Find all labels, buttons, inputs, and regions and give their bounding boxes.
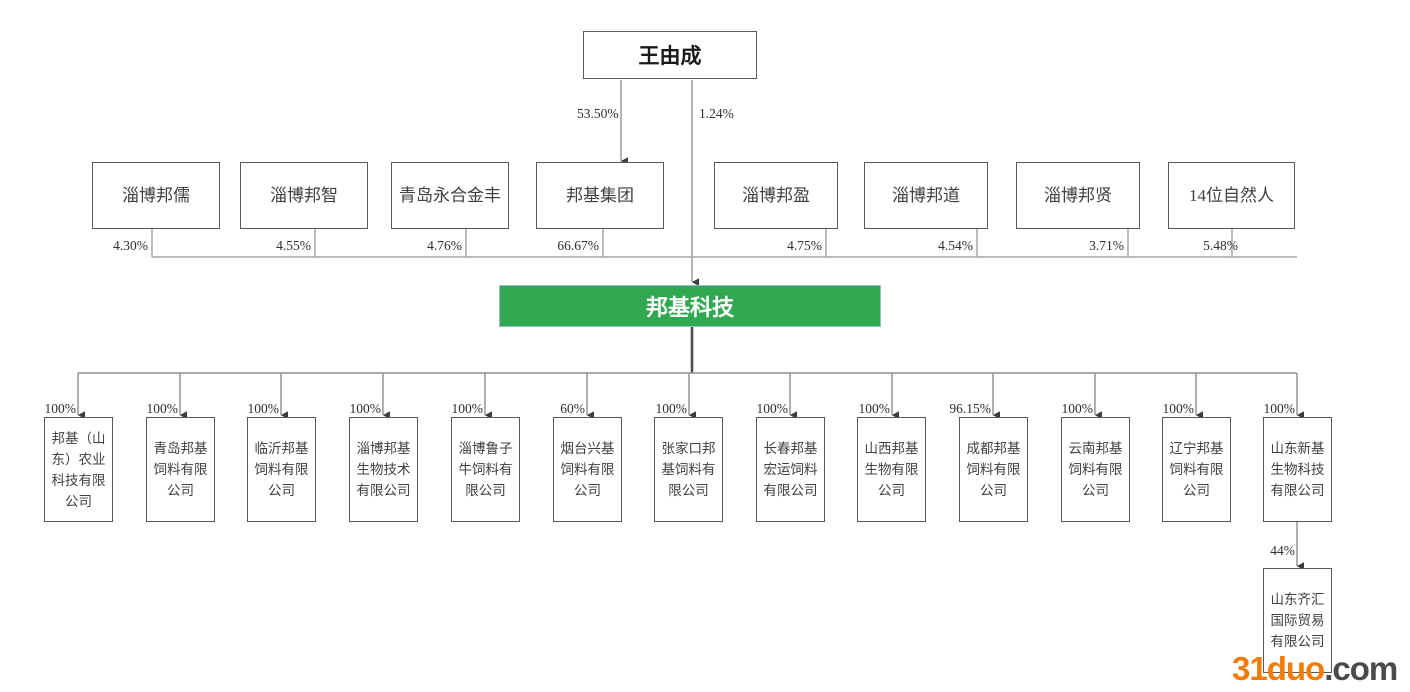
edge-label-subsidiary-4: 100% bbox=[451, 401, 484, 416]
node-shareholder-0[interactable]: 淄博邦儒 bbox=[92, 162, 220, 229]
edge-label-shareholder-0: 4.30% bbox=[113, 238, 148, 253]
edge-label-shareholder-5: 4.54% bbox=[938, 238, 973, 253]
node-shareholder-7-label: 14位自然人 bbox=[1189, 186, 1274, 205]
edge-label-subsidiary-5: 60% bbox=[560, 401, 585, 416]
node-shareholder-3-label: 邦基集团 bbox=[566, 186, 634, 205]
node-subsidiary-3[interactable]: 淄博邦基生物技术有限公司 bbox=[349, 417, 418, 522]
node-shareholder-5-label: 淄博邦道 bbox=[892, 186, 960, 205]
node-shareholder-2-label: 青岛永合金丰 bbox=[399, 186, 501, 205]
node-subsidiary-6[interactable]: 张家口邦基饲料有限公司 bbox=[654, 417, 723, 522]
edge-label-root-group: 53.50% bbox=[577, 106, 619, 121]
node-center-company-label: 邦基科技 bbox=[645, 295, 734, 320]
node-subsidiary-4[interactable]: 淄博鲁子牛饲料有限公司 bbox=[451, 417, 520, 522]
node-shareholder-2[interactable]: 青岛永合金丰 bbox=[391, 162, 509, 229]
node-subsidiary-5-label: 烟台兴基饲料有限公司 bbox=[560, 441, 615, 498]
node-subsidiary-7[interactable]: 长春邦基宏运饲料有限公司 bbox=[756, 417, 825, 522]
node-center-company[interactable]: 邦基科技 bbox=[499, 285, 881, 327]
node-shareholder-1-label: 淄博邦智 bbox=[270, 186, 338, 205]
node-subsidiary-9[interactable]: 成都邦基饲料有限公司 bbox=[959, 417, 1028, 522]
node-subsidiary-12[interactable]: 山东新基生物科技有限公司 bbox=[1263, 417, 1332, 522]
node-subsidiary-10[interactable]: 云南邦基饲料有限公司 bbox=[1061, 417, 1130, 522]
edge-label-subsidiary-7: 100% bbox=[756, 401, 789, 416]
node-shareholder-4-label: 淄博邦盈 bbox=[742, 186, 810, 205]
node-shareholder-6[interactable]: 淄博邦贤 bbox=[1016, 162, 1140, 229]
edge-label-subsidiary-11: 100% bbox=[1162, 401, 1195, 416]
edge-label-shareholder-6: 3.71% bbox=[1089, 238, 1124, 253]
node-subsidiary-4-label: 淄博鲁子牛饲料有限公司 bbox=[458, 441, 513, 498]
node-subsidiary-10-label: 云南邦基饲料有限公司 bbox=[1068, 441, 1123, 498]
edge-label-shareholder-7: 5.48% bbox=[1203, 238, 1238, 253]
node-shareholder-7[interactable]: 14位自然人 bbox=[1168, 162, 1295, 229]
edge-label-shareholder-4: 4.75% bbox=[787, 238, 822, 253]
watermark-brand: 31duo bbox=[1232, 650, 1325, 687]
node-subsidiary-0-label: 邦基（山东）农业科技有限公司 bbox=[51, 430, 106, 509]
watermark: 31duo.com bbox=[1232, 650, 1398, 687]
edge-label-subsidiary-1: 100% bbox=[146, 401, 179, 416]
node-shareholder-0-label: 淄博邦儒 bbox=[122, 186, 190, 205]
node-subsidiary-1-label: 青岛邦基饲料有限公司 bbox=[153, 441, 208, 498]
node-subsidiary-7-label: 长春邦基宏运饲料有限公司 bbox=[763, 441, 818, 498]
edge-label-subsidiary-8: 100% bbox=[858, 401, 891, 416]
node-subsidiary-9-label: 成都邦基饲料有限公司 bbox=[966, 441, 1021, 498]
node-shareholder-4[interactable]: 淄博邦盈 bbox=[714, 162, 838, 229]
node-subsidiary-5[interactable]: 烟台兴基饲料有限公司 bbox=[553, 417, 622, 522]
node-subsidiary-1[interactable]: 青岛邦基饲料有限公司 bbox=[146, 417, 215, 522]
node-shareholder-1[interactable]: 淄博邦智 bbox=[240, 162, 368, 229]
edge-label-subsidiary-12: 100% bbox=[1263, 401, 1296, 416]
edge-label-subsidiary-6: 100% bbox=[655, 401, 688, 416]
edge-label-subsidiary-3: 100% bbox=[349, 401, 382, 416]
node-subsidiary-2[interactable]: 临沂邦基饲料有限公司 bbox=[247, 417, 316, 522]
edge-label-shareholder-2: 4.76% bbox=[427, 238, 462, 253]
node-subsidiary-3-label: 淄博邦基生物技术有限公司 bbox=[356, 441, 411, 498]
node-subsidiary-0[interactable]: 邦基（山东）农业科技有限公司 bbox=[44, 417, 113, 522]
node-subsidiary-12-label: 山东新基生物科技有限公司 bbox=[1270, 441, 1325, 498]
watermark-tld: .com bbox=[1324, 650, 1398, 687]
edge-label-shareholder-3: 66.67% bbox=[557, 238, 599, 253]
node-subsidiary-6-label: 张家口邦基饲料有限公司 bbox=[661, 441, 716, 498]
node-root-label: 王由成 bbox=[638, 44, 702, 68]
edge-label-subsidiary-9: 96.15% bbox=[949, 401, 991, 416]
node-shareholder-3[interactable]: 邦基集团 bbox=[536, 162, 664, 229]
edge-label-subsidiary-0: 100% bbox=[44, 401, 77, 416]
edge-label-subsidiary-2: 100% bbox=[247, 401, 280, 416]
node-subsidiary-11-label: 辽宁邦基饲料有限公司 bbox=[1169, 441, 1224, 498]
node-subsidiary-8-label: 山西邦基生物有限公司 bbox=[864, 441, 919, 498]
node-shareholder-5[interactable]: 淄博邦道 bbox=[864, 162, 988, 229]
node-shareholder-6-label: 淄博邦贤 bbox=[1044, 186, 1112, 205]
node-subsidiary-11[interactable]: 辽宁邦基饲料有限公司 bbox=[1162, 417, 1231, 522]
edge-label-grandchild: 44% bbox=[1270, 543, 1295, 558]
edge-label-root-company: 1.24% bbox=[699, 106, 734, 121]
node-grandchild-label: 山东齐汇国际贸易有限公司 bbox=[1270, 592, 1325, 649]
edge-label-shareholder-1: 4.55% bbox=[276, 238, 311, 253]
node-grandchild[interactable]: 山东齐汇国际贸易有限公司 bbox=[1263, 568, 1332, 673]
node-subsidiary-2-label: 临沂邦基饲料有限公司 bbox=[254, 441, 309, 498]
node-root[interactable]: 王由成 bbox=[583, 31, 757, 79]
node-subsidiary-8[interactable]: 山西邦基生物有限公司 bbox=[857, 417, 926, 522]
edge-label-subsidiary-10: 100% bbox=[1061, 401, 1094, 416]
